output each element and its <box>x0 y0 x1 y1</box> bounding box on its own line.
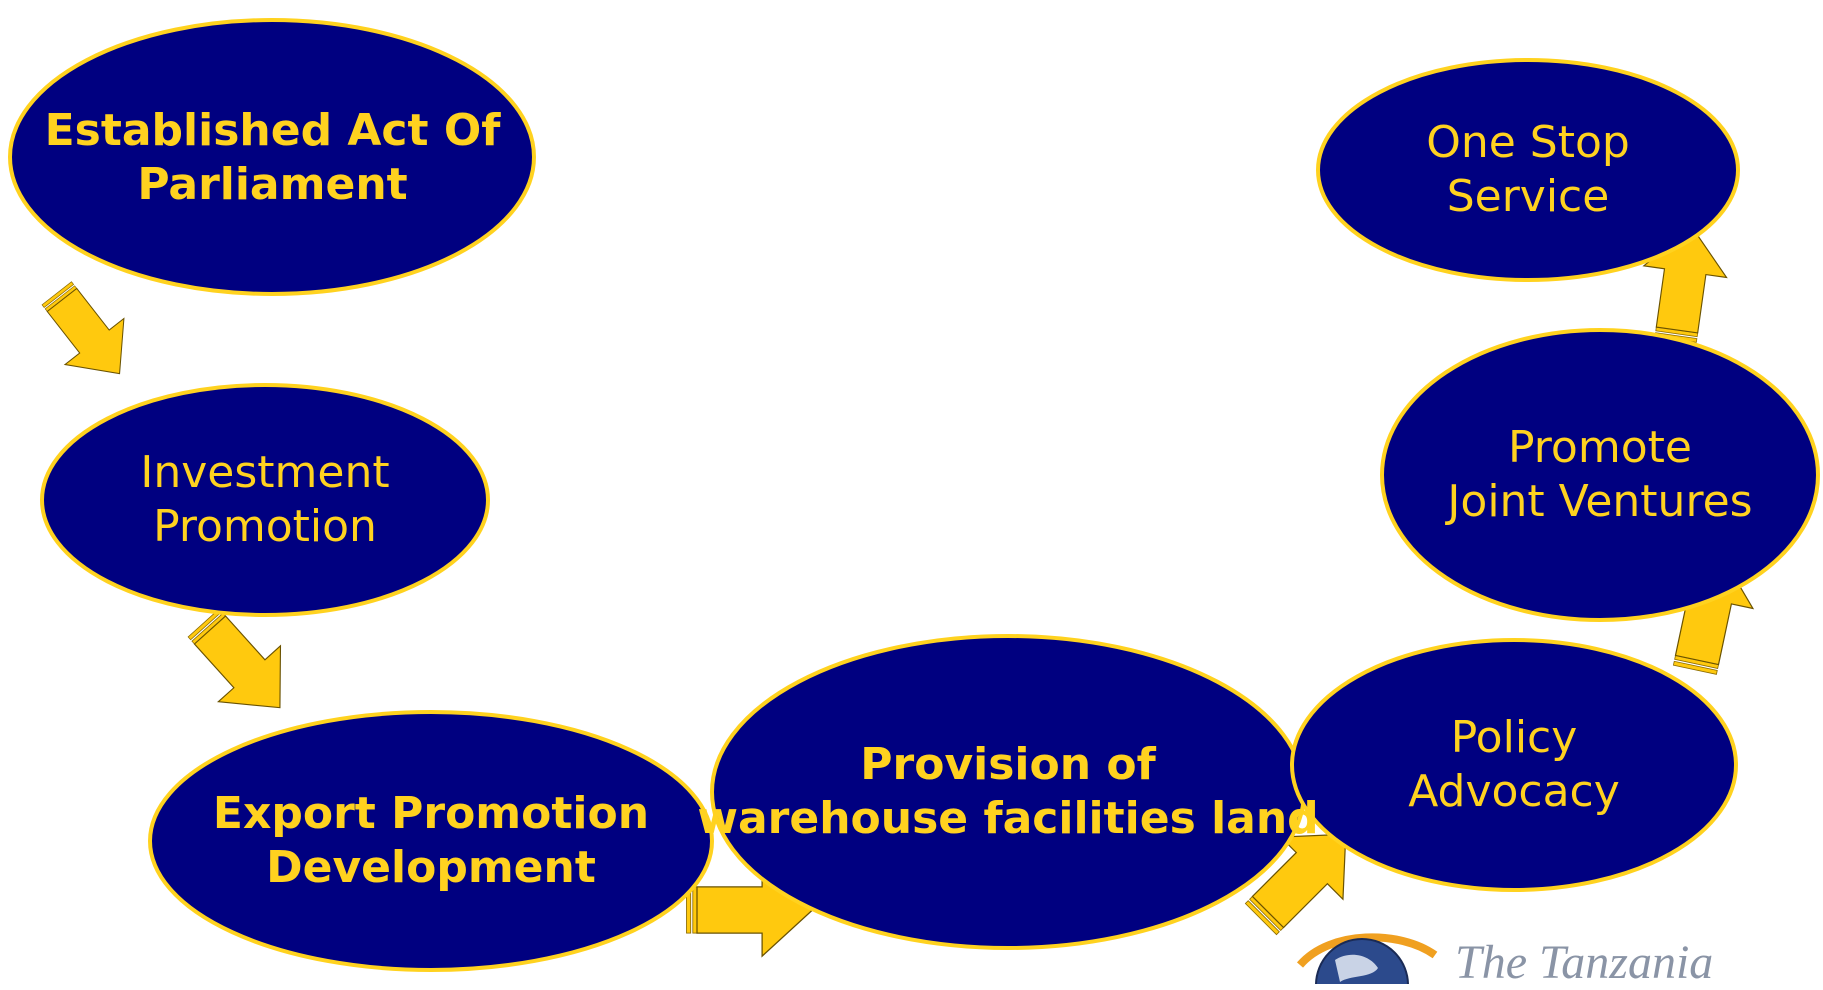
globe-icon <box>1296 933 1438 990</box>
node-provision-warehouse <box>710 634 1306 950</box>
node-export-promotion <box>148 710 714 972</box>
logo-text: The Tanzania <box>1455 936 1714 989</box>
node-promote-joint-ventures <box>1380 328 1820 622</box>
node-one-stop-service <box>1316 58 1740 282</box>
flow-arrow-2 <box>187 608 282 709</box>
flow-arrow-4 <box>1244 833 1347 936</box>
node-policy-advocacy <box>1290 638 1738 892</box>
node-investment-promotion <box>40 383 490 617</box>
node-established-act <box>8 18 536 296</box>
flow-arrow-1 <box>41 281 125 375</box>
